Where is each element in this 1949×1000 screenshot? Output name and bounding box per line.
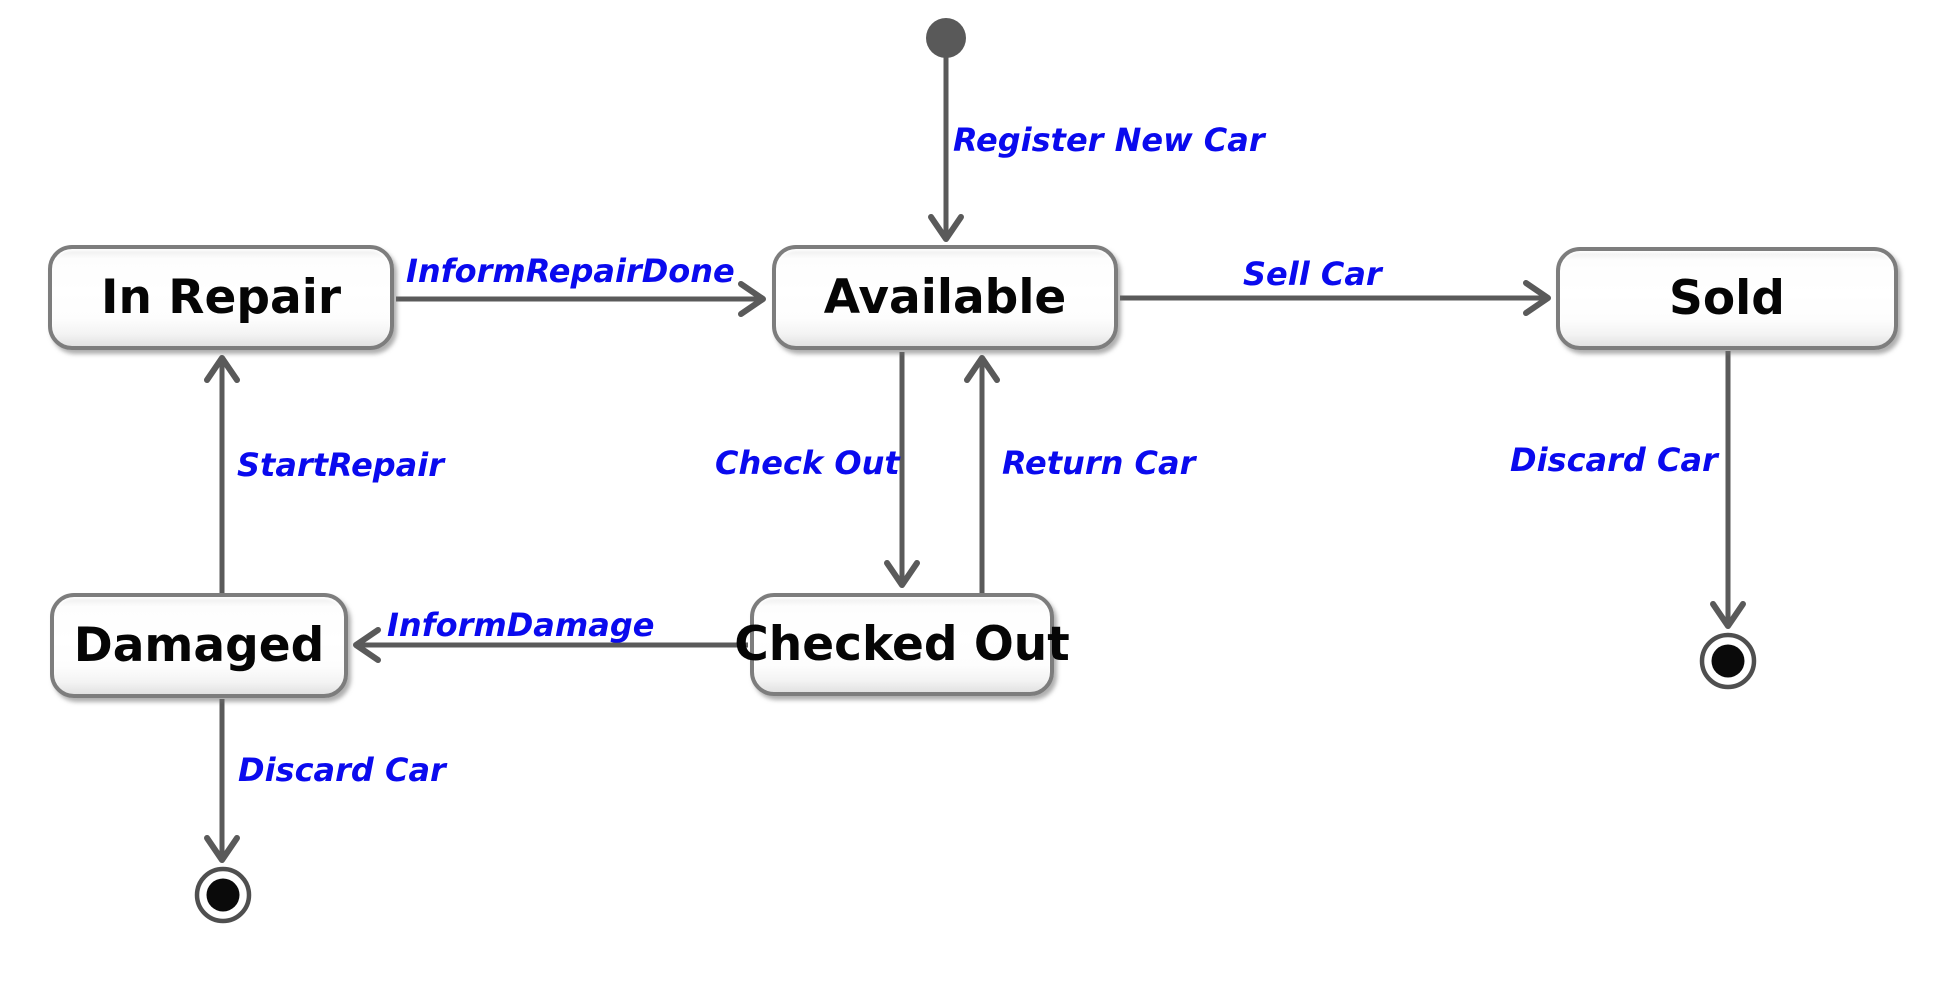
final-state-icon-sold (1699, 632, 1757, 690)
transition-label-register-new-car: Register New Car (953, 121, 1265, 159)
state-sold-label: Sold (1669, 271, 1785, 326)
state-available: Available (772, 245, 1118, 350)
transition-label-discard-car-sold: Discard Car (1510, 441, 1718, 479)
initial-state-icon (926, 18, 966, 58)
state-checked-out-label: Checked Out (734, 617, 1070, 672)
state-damaged-label: Damaged (73, 618, 325, 673)
state-damaged: Damaged (50, 593, 348, 698)
state-in-repair: In Repair (48, 245, 394, 350)
transition-label-sell-car: Sell Car (1243, 255, 1382, 293)
final-state-icon-damaged (194, 866, 252, 924)
transition-label-inform-repair-done: InformRepairDone (406, 252, 735, 290)
state-sold: Sold (1556, 247, 1898, 350)
transition-label-return-car: Return Car (1002, 444, 1196, 482)
state-in-repair-label: In Repair (100, 270, 342, 325)
transition-label-inform-damage: InformDamage (387, 606, 655, 644)
transition-label-start-repair: StartRepair (237, 446, 445, 484)
state-available-label: Available (823, 270, 1067, 325)
transition-label-discard-car-damaged: Discard Car (238, 751, 446, 789)
state-checked-out: Checked Out (734, 593, 1070, 696)
transition-label-check-out: Check Out (715, 444, 900, 482)
